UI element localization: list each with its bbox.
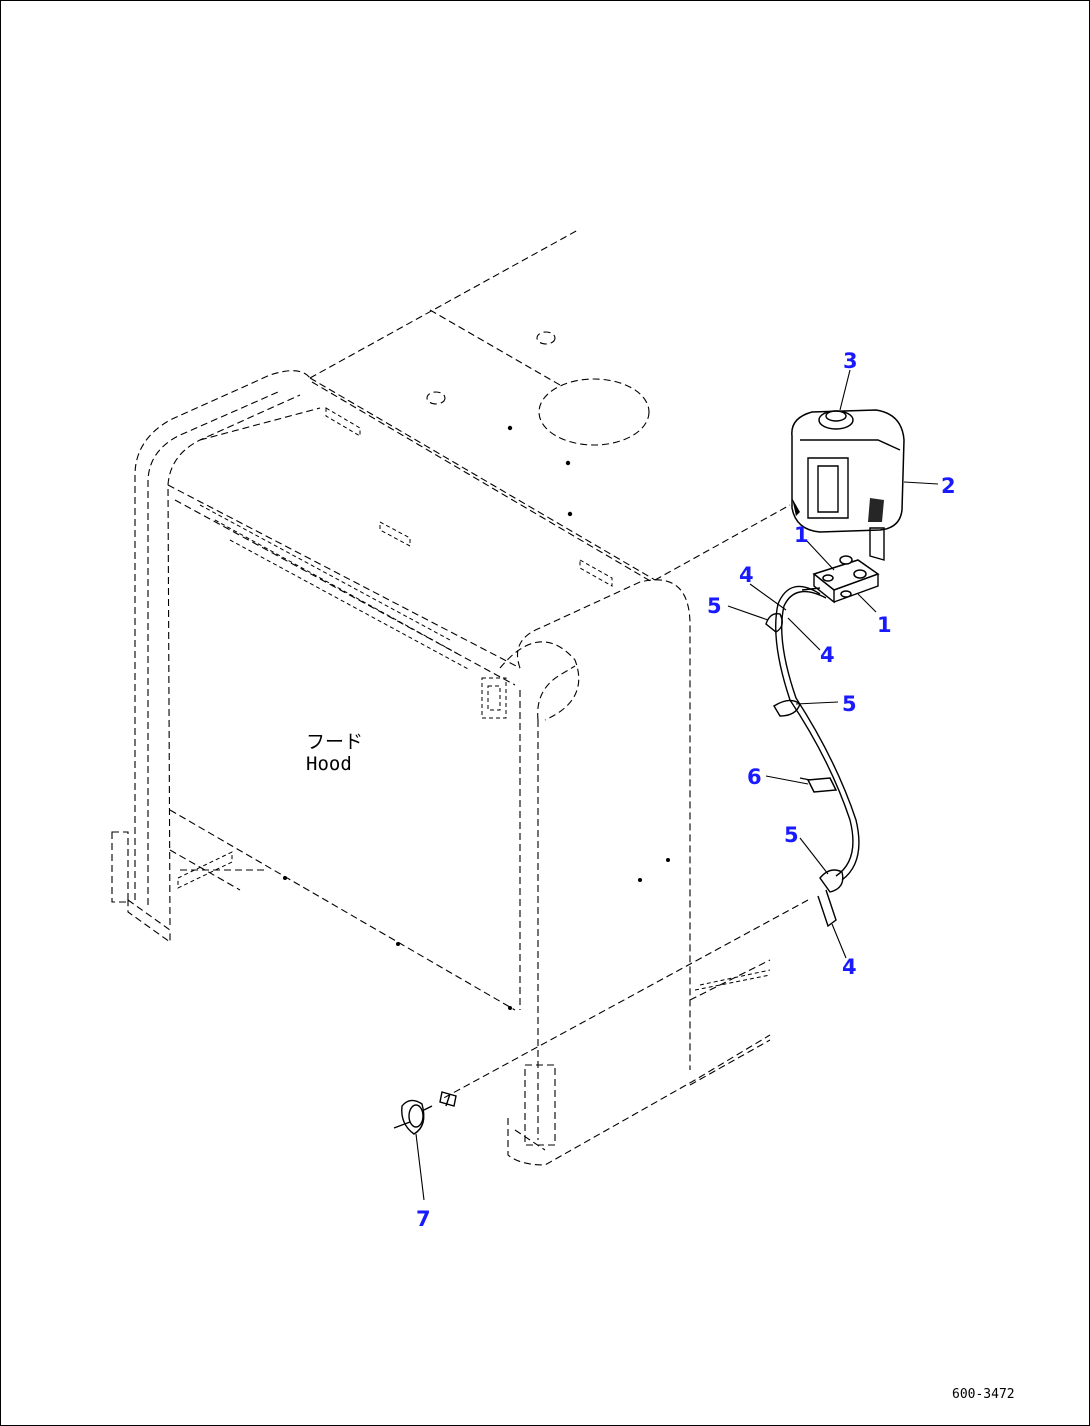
- callout-4-middle: 4: [820, 643, 835, 667]
- callout-5-upper: 5: [707, 594, 722, 618]
- leader-lines: [415, 369, 939, 1201]
- callout-4-lower: 4: [842, 955, 857, 979]
- callout-5-lower: 5: [784, 823, 799, 847]
- callout-7: 7: [416, 1207, 431, 1231]
- callout-2: 2: [941, 474, 956, 498]
- washer-nozzle: [393, 1091, 457, 1135]
- callout-5-middle: 5: [842, 692, 857, 716]
- washer-tank: [791, 409, 905, 561]
- drawing-number: 600-3472: [952, 1387, 1015, 1402]
- callout-numbers: 3 2 1 1 4 5 4 5 6 5 4 7: [416, 349, 956, 1231]
- mounting-bolts: [812, 555, 880, 604]
- callout-6: 6: [747, 765, 762, 789]
- tank-cap: [818, 410, 854, 430]
- washer-hose: [439, 585, 860, 1101]
- callout-1-upper: 1: [794, 523, 809, 547]
- callout-1-lower: 1: [877, 613, 892, 637]
- hood-label-english: Hood: [306, 753, 352, 775]
- callout-4-upper: 4: [739, 563, 754, 587]
- callout-3: 3: [843, 349, 858, 373]
- hood-body: [111, 229, 791, 1166]
- hood-label-japanese: フード: [306, 731, 363, 753]
